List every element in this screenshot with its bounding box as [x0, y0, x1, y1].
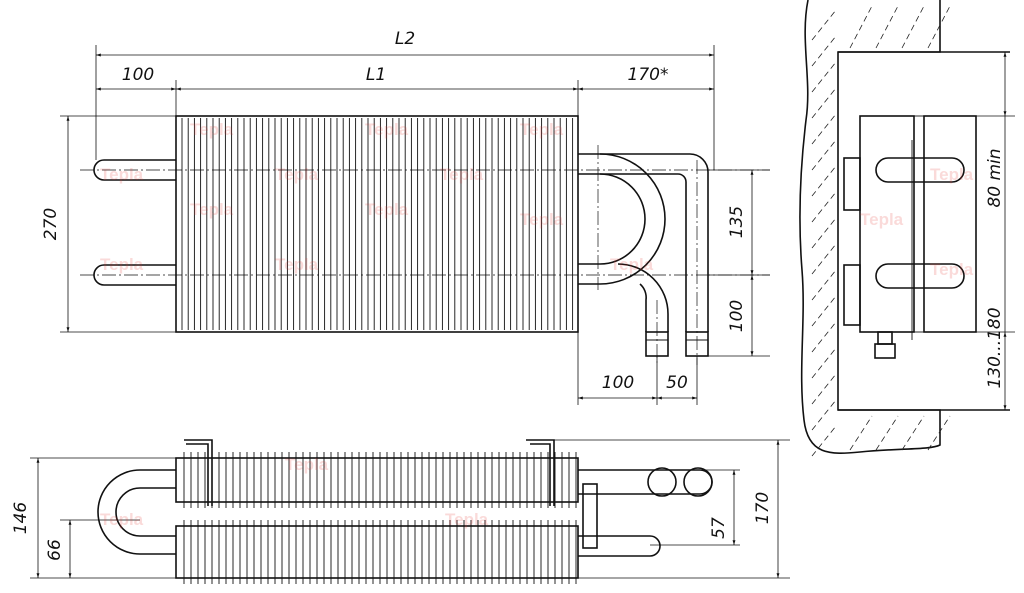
dim-pipe-drop: 100	[727, 300, 747, 332]
dim-height: 270	[41, 208, 61, 240]
dim-wall-min: 80 min	[985, 148, 1005, 207]
dim-left-offset: 100	[122, 65, 154, 85]
watermark: Tepla	[440, 165, 484, 184]
top-view: 146 66 57 170	[11, 439, 790, 584]
front-fins	[181, 118, 574, 330]
watermark: Tepla	[100, 165, 144, 184]
dim-vertical-pitch: 135	[727, 206, 747, 238]
front-view: L2 100 L1 170* 270 135 100 100 50	[41, 29, 770, 405]
watermark: Tepla	[365, 200, 409, 219]
dim-top-inner: 66	[45, 539, 65, 561]
watermark: Tepla	[930, 165, 974, 184]
watermark: Tepla	[190, 120, 234, 139]
watermark: Tepla	[520, 120, 564, 139]
dim-top-pipe: 57	[709, 517, 729, 539]
dim-wall-floor: 130...180	[985, 307, 1005, 388]
dim-overall-length: L2	[395, 29, 415, 49]
watermark: Tepla	[610, 255, 654, 274]
wall-hatch	[811, 5, 951, 457]
watermark: Tepla	[190, 200, 234, 219]
fin-block	[175, 115, 579, 333]
side-view: 80 min 130...180	[799, 0, 1015, 457]
watermark: Tepla	[520, 210, 564, 229]
watermark: Tepla	[275, 165, 319, 184]
watermark: Tepla	[930, 260, 974, 279]
dim-top-depth: 170	[753, 492, 773, 524]
watermarks: Tepla Tepla Tepla Tepla Tepla Tepla Tepl…	[100, 120, 974, 529]
dim-top-total: 146	[11, 502, 31, 535]
watermark: Tepla	[285, 455, 329, 474]
watermark: Tepla	[100, 255, 144, 274]
watermark: Tepla	[100, 510, 144, 529]
dim-bottom-offset-2: 50	[666, 373, 688, 393]
watermark: Tepla	[275, 255, 319, 274]
watermark: Tepla	[860, 210, 904, 229]
watermark: Tepla	[445, 510, 489, 529]
dim-core-length: L1	[366, 65, 386, 85]
dim-bottom-offset-1: 100	[602, 373, 634, 393]
top-fins	[183, 452, 577, 584]
watermark: Tepla	[365, 120, 409, 139]
dim-right-offset: 170*	[628, 65, 669, 85]
